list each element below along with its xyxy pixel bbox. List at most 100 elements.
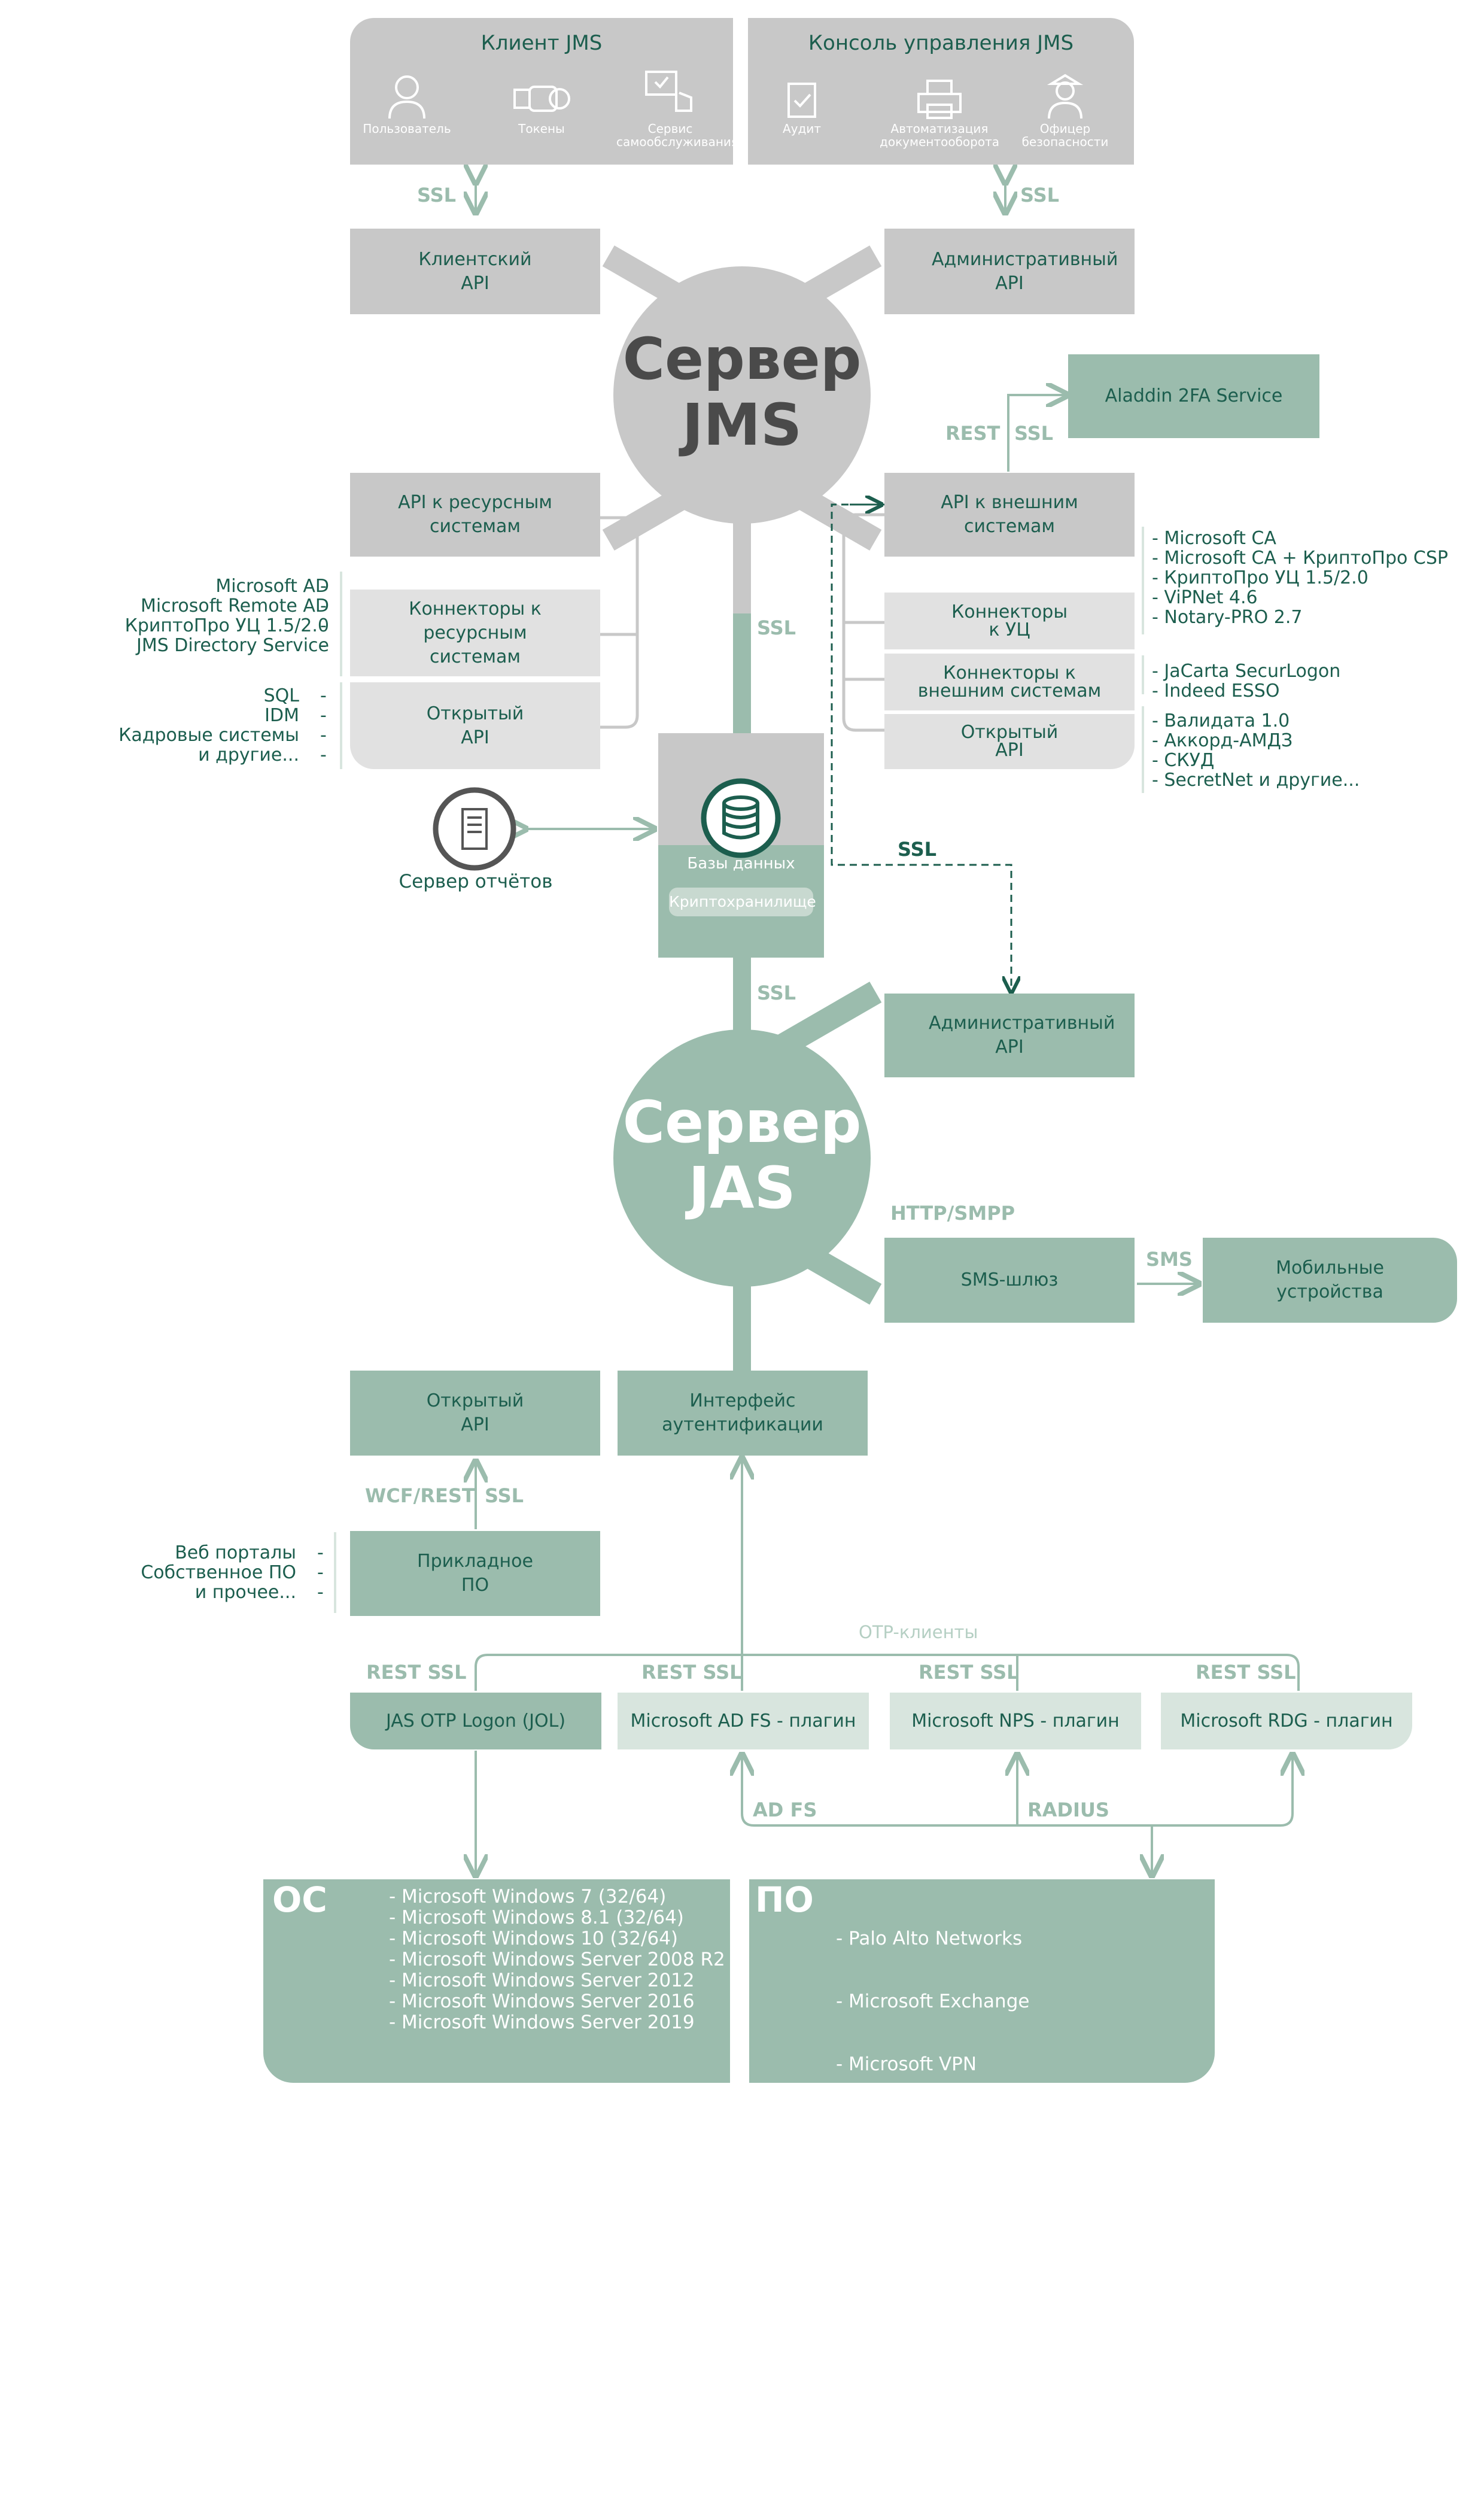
plugin-rdg: Microsoft RDG - плагин [1161, 1693, 1412, 1749]
auth-interface-box: Интерфейс аутентификации [618, 1371, 868, 1456]
os-item: - Microsoft Windows Server 2008 R2 [389, 1949, 725, 1970]
jms-server-line2: JMS [682, 391, 802, 458]
ext-open-item: - Аккорд-АМДЗ [1152, 730, 1293, 751]
open-item: и другие... [198, 745, 299, 765]
ext-item: - Indeed ESSO [1152, 681, 1280, 701]
os-item: - Microsoft Windows 10 (32/64) [389, 1928, 679, 1949]
plugin-adfs-label: Microsoft AD FS - плагин [630, 1710, 856, 1731]
ad-fs-label: AD FS [753, 1799, 817, 1821]
client-self-service-label: Сервис самообслуживания [616, 121, 738, 149]
jas-server-line1: Сервер [622, 1089, 862, 1156]
database-icon [701, 778, 781, 858]
jas-hub [613, 958, 882, 1401]
resource-item: КриптоПро УЦ 1.5/2.0 [124, 615, 329, 636]
printer-icon [917, 80, 962, 119]
po-item: - Microsoft VPN [836, 2053, 977, 2075]
auth-interface-label: Интерфейс аутентификации [662, 1390, 823, 1435]
ext-open-item: - Валидата 1.0 [1152, 710, 1290, 731]
client-user-label: Пользователь [363, 121, 451, 136]
po-panel: ПО - Palo Alto Networks - Microsoft Exch… [749, 1879, 1243, 2452]
ssl-label-db-jas: SSL [757, 982, 796, 1004]
rest-ssl-label-4: REST SSL [1196, 1661, 1296, 1684]
console-jms-tier: Консоль управления JMS Аудит Автоматизац… [748, 18, 1134, 165]
rest-ssl-label-2: REST SSL [641, 1661, 742, 1684]
crypto-storage: Криптохранилище [669, 888, 816, 916]
os-item: - Microsoft Windows 8.1 (32/64) [389, 1907, 684, 1928]
open-api-jms-label: Открытый API [426, 703, 524, 748]
user-icon [388, 75, 425, 119]
os-item: - Microsoft Windows Server 2016 [389, 1991, 695, 2012]
aladdin-2fa-box: Aladdin 2FA Service [1068, 354, 1319, 438]
os-title: ОС [272, 1879, 327, 1920]
resource-connectors-box: Коннекторы к ресурсным системам [350, 590, 600, 676]
http-smpp-label: HTTP/SMPP [890, 1202, 1015, 1225]
audit-icon [787, 83, 816, 118]
po-item: - Palo Alto Networks [836, 1928, 1023, 1949]
po-item: - Microsoft Remote Desktop Gateway (RDG) [836, 2116, 1243, 2138]
resource-systems-list: Microsoft AD Microsoft Remote AD КриптоП… [78, 576, 329, 655]
ssl-label-jms-db: SSL [757, 616, 796, 639]
plugin-nps: Microsoft NPS - плагин [890, 1693, 1141, 1749]
app-item: и прочее... [194, 1582, 296, 1603]
po-item: и другие... [836, 2431, 953, 2452]
database-label-text: Базы данных [687, 855, 795, 873]
ssl-label-rest: SSL [1014, 422, 1054, 445]
resource-item: Microsoft Remote AD [141, 596, 329, 616]
jms-server-line1: Сервер [622, 326, 862, 393]
console-officer: Офицер безопасности [1014, 72, 1116, 148]
ssl-label-client: SSL [417, 184, 457, 206]
ssl-label-dashed: SSL [898, 838, 937, 861]
client-tokens: Токены [497, 72, 586, 135]
ca-connectors-box: Коннекторы к УЦ [884, 593, 1135, 649]
admin-api-jms-box: Административный API [884, 229, 1135, 314]
aladdin-2fa-label: Aladdin 2FA Service [1105, 385, 1283, 406]
external-connectors-label: Коннекторы к внешним системам [917, 662, 1102, 701]
console-audit-label: Аудит [783, 121, 821, 136]
sms-gateway-box: SMS-шлюз [884, 1238, 1135, 1323]
open-api-jms-box: Открытый API [350, 682, 600, 769]
jms-hub [602, 245, 882, 733]
client-tokens-label: Токены [518, 121, 565, 136]
open-dashes: ---- [320, 685, 327, 765]
plugin-jol-label: JAS OTP Logon (JOL) [385, 1710, 566, 1731]
ext-open-api-label: Открытый API [960, 722, 1059, 761]
resource-item: Microsoft AD [215, 576, 329, 597]
ca-connectors-label: Коннекторы к УЦ [951, 601, 1068, 640]
client-self-service: Сервис самообслуживания [616, 69, 738, 149]
po-item: - Cisco WLC [836, 2242, 945, 2264]
console-jms-title: Консоль управления JMS [808, 31, 1074, 55]
ca-item: - Microsoft CA + КриптоПро CSP [1152, 548, 1448, 569]
rest-label: REST [945, 422, 1001, 445]
admin-api-jms-label: Административный API [932, 248, 1118, 294]
plugin-jol: JAS OTP Logon (JOL) [350, 1693, 601, 1749]
ssl-label-console: SSL [1020, 184, 1060, 206]
database-block: Базы данных Криптохранилище [658, 733, 824, 958]
os-panel: ОС - Microsoft Windows 7 (32/64) - Micro… [263, 1879, 730, 2083]
os-item: - Microsoft Windows 7 (32/64) [389, 1886, 667, 1907]
po-item: - Microsoft Exchange [836, 1991, 1030, 2012]
radius-label: RADIUS [1027, 1799, 1109, 1821]
diagram-connectors [334, 0, 1484, 2100]
resource-connectors-label: Коннекторы к ресурсным системам [409, 598, 542, 667]
report-server-label: Сервер отчётов [399, 871, 553, 892]
ca-item: - ViPNet 4.6 [1152, 587, 1258, 608]
sms-label: SMS [1146, 1248, 1193, 1271]
open-api-jas-box: Открытый API [350, 1371, 600, 1456]
console-officer-label: Офицер безопасности [1021, 121, 1109, 149]
jas-server-title: Сервер JAS [616, 1089, 868, 1221]
resource-api-label: API к ресурсным системам [398, 492, 552, 537]
os-item: - Microsoft Windows Server 2019 [389, 2012, 695, 2033]
app-software-box: Прикладное ПО [350, 1531, 600, 1616]
self-service-icon [645, 71, 692, 112]
jas-server-line2: JAS [688, 1155, 796, 1222]
open-item: Кадровые системы [118, 725, 299, 746]
wcf-rest-label: WCF/REST [365, 1484, 475, 1507]
open-item: IDM [264, 705, 299, 726]
mobile-devices-box: Мобильные устройства [1203, 1238, 1457, 1323]
po-item: - Операционные системы Linux [836, 2368, 1142, 2389]
os-list: - Microsoft Windows 7 (32/64) - Microsof… [389, 1887, 725, 2033]
client-jms-tier: Клиент JMS Пользователь Токены Сервис са… [350, 18, 738, 165]
console-docflow-label: Автоматизация документооборота [880, 121, 999, 149]
sms-gateway-label: SMS-шлюз [960, 1269, 1059, 1290]
plugin-nps-label: Microsoft NPS - плагин [911, 1710, 1120, 1731]
